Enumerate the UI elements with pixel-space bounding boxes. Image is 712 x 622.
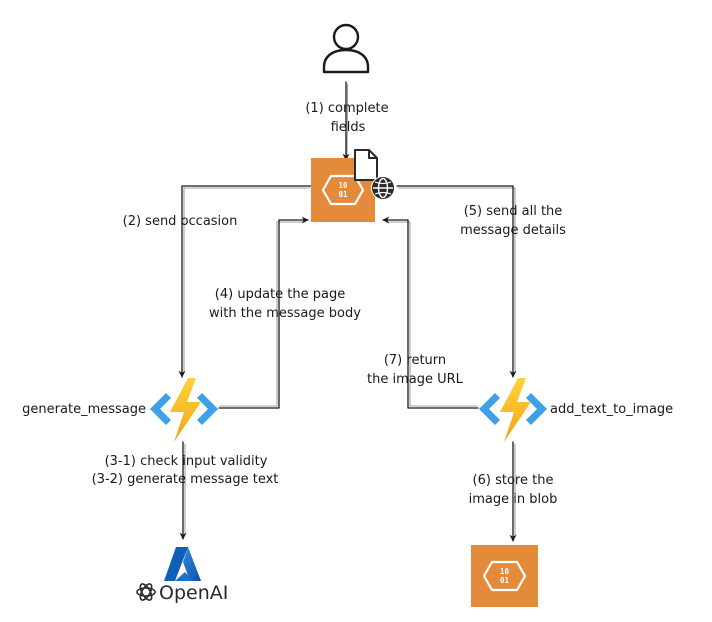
step7-label-line1: (7) return — [384, 353, 446, 368]
arrow-store-image — [509, 441, 517, 542]
static-web-app-node: 10 01 — [311, 149, 395, 222]
openai-logo-icon — [136, 583, 156, 601]
add-text-to-image-function-node: add_text_to_image — [479, 378, 673, 442]
step4-label-line1: (4) update the page — [215, 287, 345, 302]
arrow-send-occasion — [178, 185, 312, 378]
arrow-update-page — [218, 216, 309, 409]
storage-blob-icon: 10 01 — [471, 545, 538, 607]
generate-message-label: generate_message — [22, 402, 146, 417]
step1-label-line1: (1) complete — [305, 101, 388, 116]
blob-storage-node: 10 01 — [471, 545, 538, 607]
azure-function-icon — [479, 378, 547, 442]
globe-icon — [371, 176, 395, 200]
static-web-app-icon: 10 01 — [311, 149, 378, 222]
arrow-return-url — [382, 216, 479, 409]
step4-label-line2: with the message body — [209, 306, 361, 321]
step3-label-line2: (3-2) generate message text — [92, 472, 279, 487]
add-text-to-image-label: add_text_to_image — [550, 402, 673, 417]
azure-openai-icon — [164, 547, 201, 581]
svg-text:01: 01 — [338, 190, 348, 199]
arrow-generate-text — [179, 441, 187, 540]
step5-label-line2: message details — [460, 223, 566, 238]
generate-message-function-node: generate_message — [22, 378, 218, 442]
step2-label: (2) send occasion — [123, 214, 238, 229]
azure-openai-node: OpenAI — [136, 547, 228, 604]
azure-function-icon — [150, 378, 218, 442]
step5-label-line1: (5) send all the — [464, 204, 563, 219]
step6-label-line2: image in blob — [469, 492, 558, 507]
step6-label-line1: (6) store the — [473, 473, 554, 488]
user-icon — [322, 23, 370, 74]
arrow-send-details — [396, 185, 517, 378]
svg-text:10: 10 — [500, 567, 510, 576]
svg-text:01: 01 — [500, 576, 510, 585]
svg-text:10: 10 — [338, 181, 348, 190]
step3-label-line1: (3-1) check input validity — [105, 454, 268, 469]
step1-label-line2: fields — [331, 120, 366, 135]
openai-wordmark: OpenAI — [159, 582, 228, 604]
arrow-complete-fields — [342, 81, 350, 161]
step7-label-line2: the image URL — [367, 372, 464, 387]
